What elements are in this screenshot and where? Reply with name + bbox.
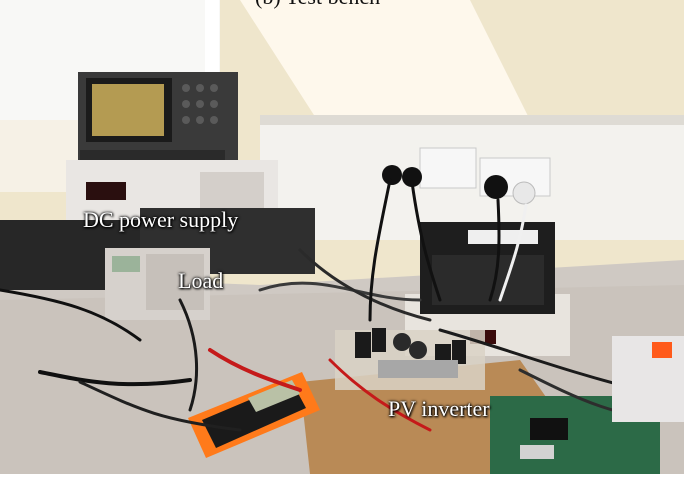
- right-edge-knob: [652, 342, 672, 358]
- cables: [0, 178, 684, 432]
- capacitor-2: [372, 328, 386, 352]
- multimeter-screen: [248, 380, 300, 412]
- black-psu-face: [432, 255, 544, 305]
- pcb-connector: [520, 445, 554, 459]
- load-lcd: [112, 256, 140, 272]
- oscilloscope-screen: [92, 84, 164, 136]
- capacitor-4: [452, 340, 466, 364]
- dc-psu-display: [86, 182, 126, 200]
- top-caption-partial: (b) Test bench: [255, 0, 380, 8]
- socket-plug-4: [512, 181, 536, 205]
- electronic-load: [105, 248, 210, 320]
- socket-plug-2: [402, 167, 422, 187]
- inductor-1: [393, 333, 411, 351]
- label-load: Load: [178, 268, 224, 293]
- label-dc-power-supply: DC power supply: [83, 207, 239, 232]
- socket-plug-1: [382, 165, 402, 185]
- heatsink: [378, 360, 458, 378]
- capacitor-1: [355, 332, 371, 358]
- pv-inverter-components: [335, 328, 485, 390]
- right-edge-board: [612, 336, 684, 422]
- inductor-2: [409, 341, 427, 359]
- label-pv-inverter: PV inverter: [388, 396, 490, 421]
- oscilloscope-controls: [182, 84, 218, 124]
- socket-1: [419, 147, 477, 189]
- trunking-edge: [260, 115, 684, 125]
- sunlight-patch: [240, 0, 540, 140]
- oscilloscope: [78, 72, 238, 166]
- multimeter: [188, 372, 320, 458]
- socket-plug-3: [484, 175, 508, 199]
- black-psu-label: [468, 230, 538, 244]
- load-panel: [146, 254, 204, 310]
- pcb-chip-1: [530, 418, 568, 440]
